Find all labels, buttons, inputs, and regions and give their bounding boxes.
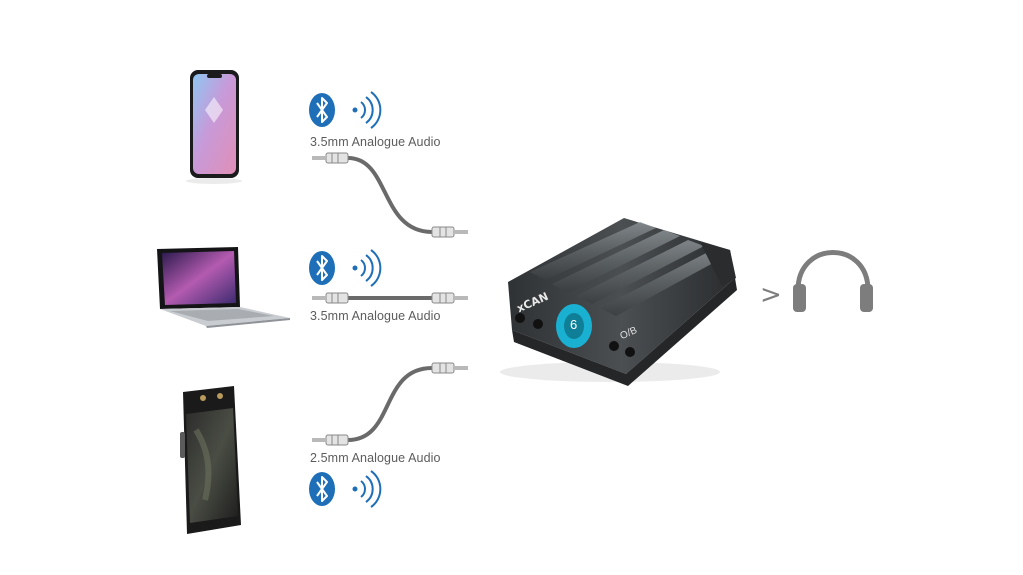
audio-cable-3-5mm (312, 292, 468, 304)
jack-plug-icon (312, 152, 349, 164)
jack-plug-icon (312, 434, 349, 446)
bluetooth-icon (309, 472, 335, 506)
output-arrow-icon: > (760, 280, 782, 310)
bluetooth-icon (309, 93, 335, 127)
jack-plug-icon (431, 226, 468, 238)
jack-plug-icon (312, 292, 349, 304)
connection-label-laptop: 3.5mm Analogue Audio (310, 309, 441, 323)
bluetooth-icon (309, 251, 335, 285)
headphones-icon (793, 250, 873, 312)
connection-label-smartphone: 3.5mm Analogue Audio (310, 135, 441, 149)
wireless-signal-icon (352, 470, 382, 508)
audio-cable-2-5mm (312, 362, 468, 446)
connection-label-player: 2.5mm Analogue Audio (310, 451, 441, 465)
volume-knob (556, 304, 592, 348)
laptop-icon (157, 247, 290, 328)
jack-plug-icon (431, 362, 468, 374)
headphone-amplifier-device (500, 218, 737, 386)
knob-glyph: 6 (570, 317, 578, 332)
wireless-signal-icon (352, 249, 382, 287)
wireless-signal-icon (352, 91, 382, 129)
audio-cable-3-5mm (312, 152, 468, 238)
smartphone-icon (186, 70, 242, 184)
jack-plug-icon (431, 292, 468, 304)
portable-music-player-icon (180, 386, 241, 534)
